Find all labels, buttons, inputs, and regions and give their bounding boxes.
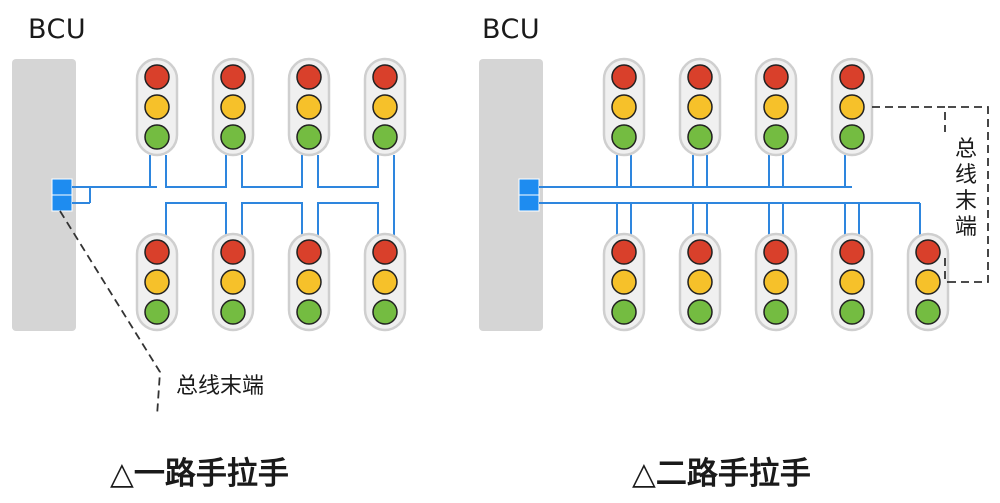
- yellow-lamp: [220, 94, 246, 120]
- bcu-controller: [479, 59, 543, 331]
- bus-wire: [317, 202, 379, 240]
- traffic-light-top: [830, 57, 874, 157]
- green-lamp: [763, 124, 789, 150]
- red-lamp: [372, 239, 398, 265]
- terminal-leader-line: [59, 210, 161, 417]
- right-bus-terminal-label: 总线末端: [954, 137, 977, 240]
- red-lamp: [220, 64, 246, 90]
- bus-wire: [317, 155, 379, 188]
- terminal-bracket: [945, 106, 989, 283]
- yellow-lamp: [763, 269, 789, 295]
- red-lamp: [611, 239, 637, 265]
- bus-wire: [241, 202, 303, 240]
- traffic-light-top: [287, 57, 331, 157]
- red-lamp: [611, 64, 637, 90]
- terminal-bracket: [872, 106, 946, 132]
- yellow-lamp: [611, 269, 637, 295]
- red-lamp: [687, 64, 713, 90]
- bus-port-2: [51, 194, 73, 212]
- green-lamp: [687, 124, 713, 150]
- yellow-lamp: [687, 269, 713, 295]
- green-lamp: [763, 299, 789, 325]
- red-lamp: [144, 239, 170, 265]
- bcu-controller: [12, 59, 76, 331]
- traffic-light-bottom: [754, 232, 798, 332]
- yellow-lamp: [839, 94, 865, 120]
- yellow-lamp: [144, 269, 170, 295]
- yellow-lamp: [763, 94, 789, 120]
- traffic-light-bottom: [363, 232, 407, 332]
- bus-port-1: [51, 178, 73, 196]
- red-lamp: [144, 64, 170, 90]
- green-lamp: [144, 299, 170, 325]
- traffic-light-bottom: [602, 232, 646, 332]
- yellow-lamp: [687, 94, 713, 120]
- green-lamp: [687, 299, 713, 325]
- red-lamp: [296, 64, 322, 90]
- yellow-lamp: [296, 94, 322, 120]
- red-lamp: [296, 239, 322, 265]
- green-lamp: [915, 299, 941, 325]
- green-lamp: [296, 124, 322, 150]
- left-bcu-label: BCU: [28, 14, 87, 45]
- traffic-light-top: [754, 57, 798, 157]
- green-lamp: [372, 124, 398, 150]
- red-lamp: [915, 239, 941, 265]
- red-lamp: [763, 64, 789, 90]
- right-caption: △二路手拉手: [632, 456, 811, 492]
- green-lamp: [372, 299, 398, 325]
- bus-wire: [165, 202, 227, 240]
- bus-port-1: [518, 178, 540, 196]
- yellow-lamp: [296, 269, 322, 295]
- traffic-light-top: [602, 57, 646, 157]
- left-caption: △一路手拉手: [110, 456, 289, 492]
- single-loop-diagram: [12, 57, 407, 417]
- bus-port-2: [518, 194, 540, 212]
- double-loop-diagram: [479, 57, 989, 332]
- traffic-light-bottom: [678, 232, 722, 332]
- green-lamp: [144, 124, 170, 150]
- green-lamp: [220, 124, 246, 150]
- green-lamp: [839, 299, 865, 325]
- red-lamp: [839, 64, 865, 90]
- traffic-light-bottom: [287, 232, 331, 332]
- red-lamp: [687, 239, 713, 265]
- red-lamp: [220, 239, 246, 265]
- traffic-light-top: [363, 57, 407, 157]
- terminal-bracket: [944, 258, 948, 283]
- bus-wire: [241, 155, 303, 188]
- yellow-lamp: [144, 94, 170, 120]
- bus-wire: [165, 155, 227, 188]
- green-lamp: [611, 124, 637, 150]
- green-lamp: [611, 299, 637, 325]
- yellow-lamp: [839, 269, 865, 295]
- traffic-light-bottom: [906, 232, 950, 332]
- right-bcu-label: BCU: [482, 14, 541, 45]
- yellow-lamp: [372, 269, 398, 295]
- traffic-light-bottom: [135, 232, 179, 332]
- yellow-lamp: [372, 94, 398, 120]
- traffic-light-top: [211, 57, 255, 157]
- red-lamp: [372, 64, 398, 90]
- left-bus-terminal-label: 总线末端: [176, 374, 265, 399]
- red-lamp: [839, 239, 865, 265]
- red-lamp: [763, 239, 789, 265]
- traffic-light-top: [135, 57, 179, 157]
- green-lamp: [220, 299, 246, 325]
- green-lamp: [839, 124, 865, 150]
- traffic-light-bottom: [830, 232, 874, 332]
- yellow-lamp: [220, 269, 246, 295]
- yellow-lamp: [611, 94, 637, 120]
- traffic-light-top: [678, 57, 722, 157]
- green-lamp: [296, 299, 322, 325]
- traffic-light-bottom: [211, 232, 255, 332]
- yellow-lamp: [915, 269, 941, 295]
